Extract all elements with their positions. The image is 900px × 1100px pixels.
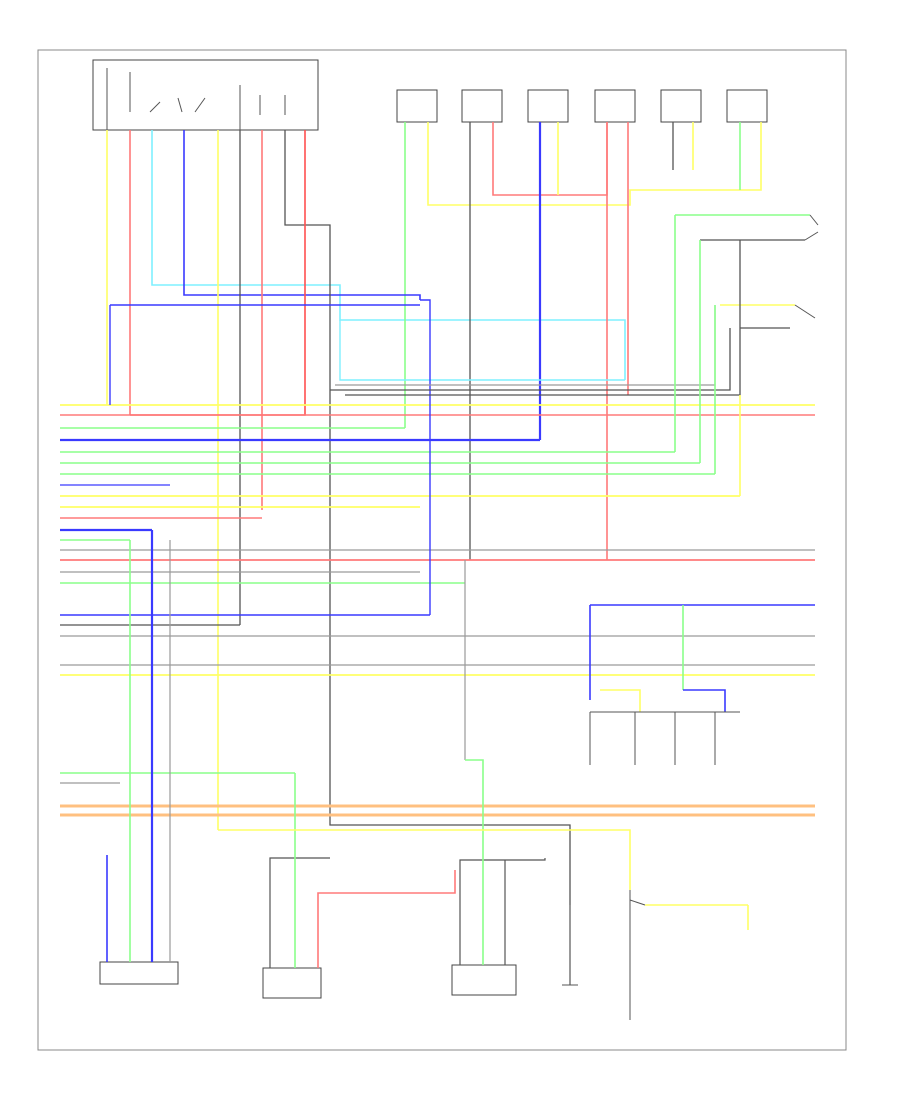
fuel-injector-3 <box>527 89 569 123</box>
engine-control-module <box>92 59 319 131</box>
oxygen-sensor-group <box>589 604 815 765</box>
fuel-pump-relay <box>218 829 749 1020</box>
fuel-injector-2 <box>461 89 503 123</box>
middle-connections <box>109 215 741 760</box>
fuel-injector-1 <box>396 89 438 123</box>
injector-wires <box>404 122 762 560</box>
throttle-position-sensor <box>99 530 179 985</box>
fuel-injector-row <box>396 89 768 123</box>
heated-oxygen-sensor-2 <box>451 759 546 996</box>
fuel-injector-6 <box>726 89 768 123</box>
ground-point <box>562 905 578 986</box>
fuel-injector-4 <box>594 89 636 123</box>
mass-airflow-sensor <box>262 773 456 999</box>
fuel-injector-5 <box>660 89 702 123</box>
diagram-frame <box>37 49 847 1051</box>
connector-bus <box>60 404 815 817</box>
cruise-control-switch <box>675 214 819 329</box>
